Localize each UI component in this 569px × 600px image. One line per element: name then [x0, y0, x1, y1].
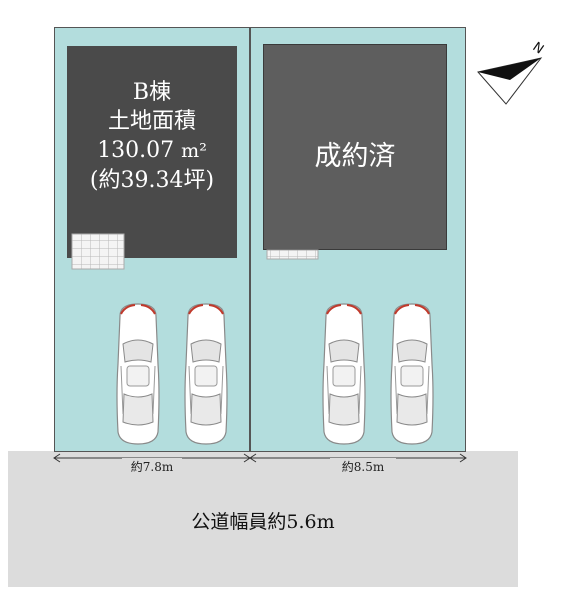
- building-b-footprint: [67, 46, 237, 258]
- left-lot-width: 約7.8m: [122, 458, 182, 475]
- land-area-number: 130.07: [97, 138, 175, 163]
- sold-status-text: 成約済: [314, 141, 396, 172]
- sold-building-footprint: [263, 44, 447, 250]
- dimension-lines: [53, 453, 467, 463]
- public-road: [8, 451, 518, 587]
- land-area-value: 130.07 m²: [67, 136, 237, 166]
- entrance-steps-a: [71, 233, 125, 270]
- parked-car-icon: [390, 303, 434, 445]
- land-area-tsubo: (約39.34坪): [89, 168, 215, 193]
- land-area-label: 土地面積: [107, 109, 196, 134]
- parked-car-icon: [184, 303, 228, 445]
- right-lot-width: 約8.5m: [330, 458, 396, 475]
- road-width-label: 公道幅員約5.6m: [191, 511, 335, 533]
- entrance-steps-b: [266, 249, 319, 260]
- land-area-unit: m²: [181, 140, 207, 162]
- parked-car-icon: [116, 303, 160, 445]
- north-arrow-icon: [477, 57, 543, 105]
- building-b-info: B棟 土地面積 130.07 m² (約39.34坪): [67, 78, 237, 195]
- building-b-name: B棟: [132, 80, 172, 105]
- parked-car-icon: [322, 303, 366, 445]
- sold-status-label: 成約済: [263, 142, 447, 171]
